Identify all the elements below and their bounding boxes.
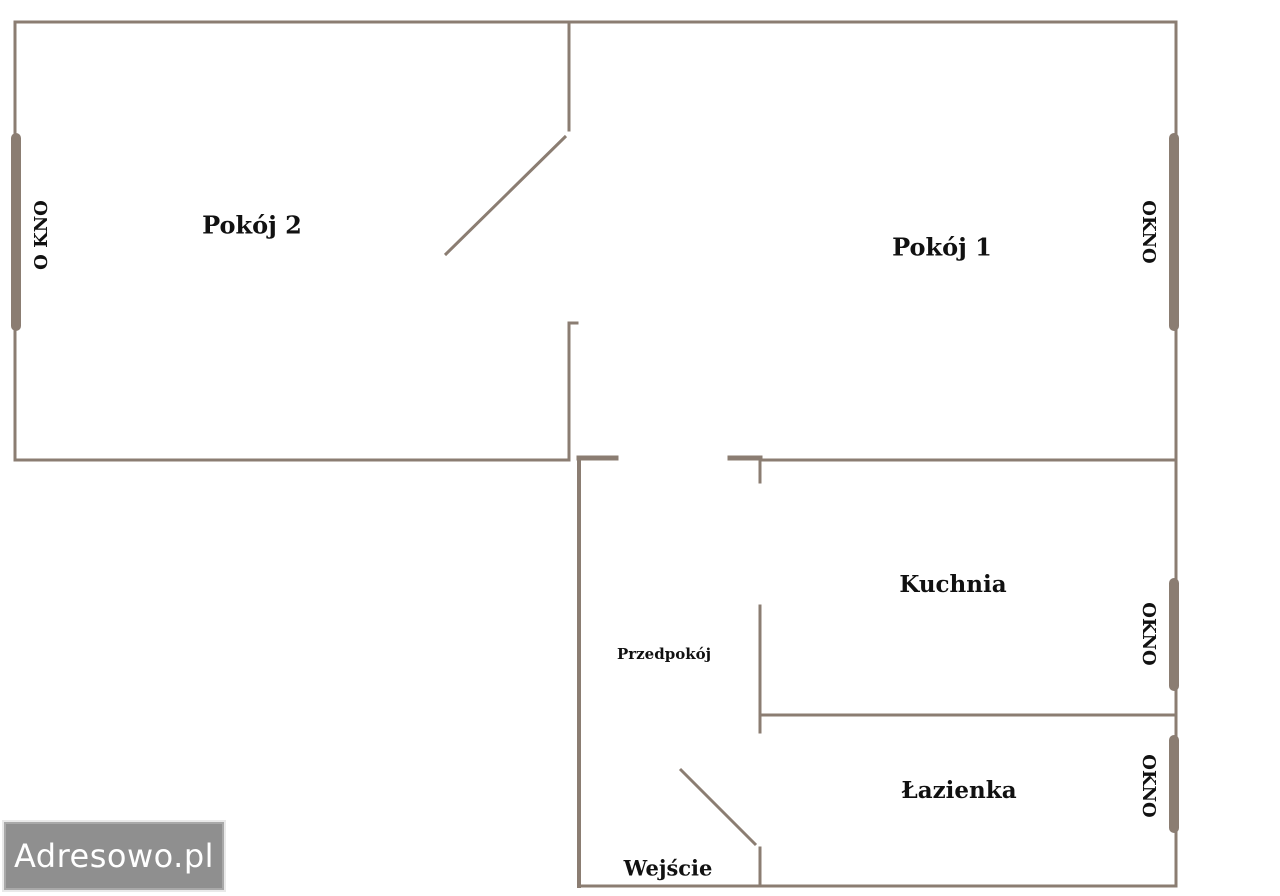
room-labels: Pokój 2 Pokój 1 Kuchnia Przedpokój Łazie… xyxy=(202,211,1017,881)
room-label-wejscie: Wejście xyxy=(623,856,713,881)
window-labels: O KNO OKNO OKNO OKNO xyxy=(31,200,1159,818)
doors xyxy=(443,134,758,847)
room-label-kuchnia: Kuchnia xyxy=(899,571,1006,598)
watermark-text: Adresowo.pl xyxy=(13,837,215,875)
room-label-pokoj1: Pokój 1 xyxy=(892,233,992,262)
window-label-pokoj2: O KNO xyxy=(31,200,52,270)
walls xyxy=(13,20,1178,888)
room-label-lazienka: Łazienka xyxy=(901,777,1016,804)
windows xyxy=(11,133,1179,833)
window-label-lazienka: OKNO xyxy=(1138,754,1159,817)
watermark-logo: Adresowo.pl xyxy=(2,820,226,892)
room-label-przedpokoj: Przedpokój xyxy=(617,645,711,663)
window-label-pokoj1: OKNO xyxy=(1138,200,1159,263)
door-lazienka xyxy=(678,767,758,847)
window-label-kuchnia: OKNO xyxy=(1138,602,1159,665)
door-pokoj2 xyxy=(443,134,568,257)
room-label-pokoj2: Pokój 2 xyxy=(202,211,302,240)
